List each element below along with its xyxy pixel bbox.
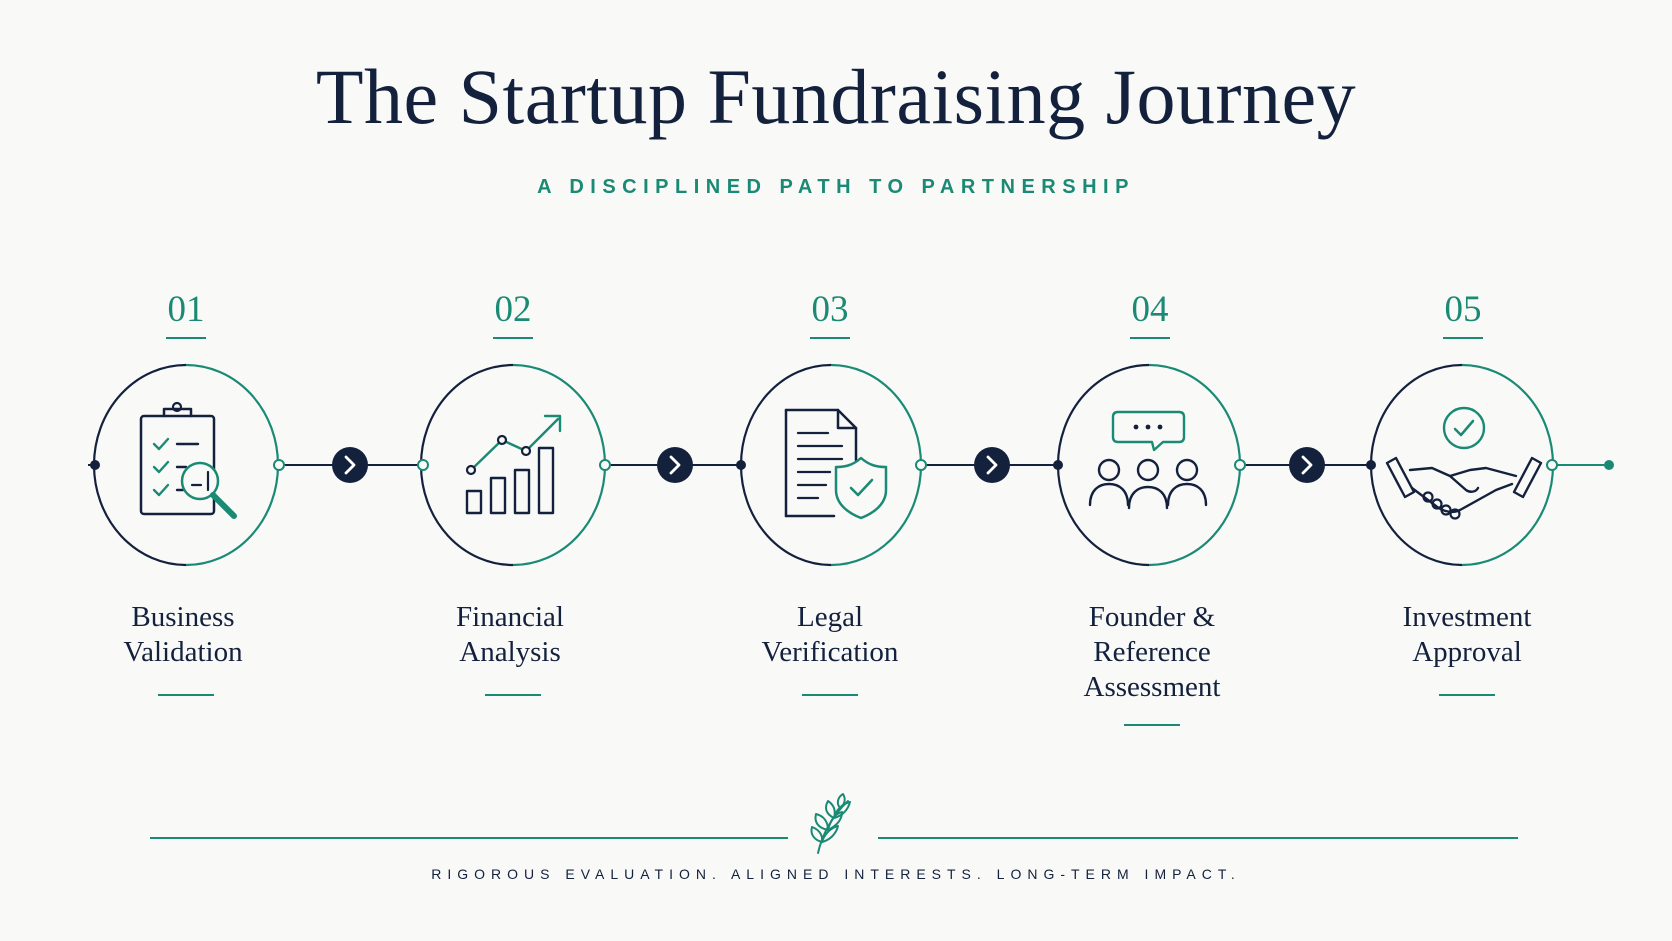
number-underline bbox=[166, 337, 206, 339]
handshake-check-icon bbox=[1385, 406, 1543, 520]
page-title: The Startup Fundraising Journey bbox=[315, 53, 1357, 140]
step-label-line: Legal bbox=[796, 601, 863, 633]
step-label-line: Reference bbox=[1093, 636, 1211, 668]
step-circle bbox=[739, 363, 923, 567]
step-label-line: Verification bbox=[761, 636, 899, 668]
number-underline bbox=[1130, 337, 1170, 339]
step-label: Financial Analysis bbox=[400, 600, 620, 670]
step-label-line: Analysis bbox=[459, 636, 561, 668]
step-label-line: Founder & bbox=[1088, 601, 1216, 633]
step-label: Investment Approval bbox=[1357, 600, 1577, 670]
step-number: 04 bbox=[1131, 289, 1169, 330]
number-underline bbox=[493, 337, 533, 339]
clipboard-magnifier-icon bbox=[139, 401, 237, 519]
node-dots bbox=[90, 459, 1614, 471]
label-underline bbox=[485, 694, 541, 696]
step-number: 03 bbox=[811, 289, 849, 330]
label-underline bbox=[1439, 694, 1495, 696]
number-underline bbox=[810, 337, 850, 339]
label-underline bbox=[802, 694, 858, 696]
footer-tagline: RIGOROUS EVALUATION. ALIGNED INTERESTS. … bbox=[431, 866, 1241, 882]
step-circle bbox=[92, 363, 280, 567]
label-underline bbox=[158, 694, 214, 696]
step-label-line: Assessment bbox=[1083, 671, 1221, 703]
step-label: Business Validation bbox=[73, 600, 293, 670]
chevron-right-icon bbox=[657, 447, 693, 483]
step-circle bbox=[1056, 363, 1242, 567]
footer-rule-left bbox=[150, 837, 788, 839]
page-subtitle: A DISCIPLINED PATH TO PARTNERSHIP bbox=[537, 176, 1135, 198]
step-label-line: Financial bbox=[456, 601, 564, 633]
chevron-right-icon bbox=[974, 447, 1010, 483]
step-number: 02 bbox=[494, 289, 532, 330]
label-underline bbox=[1124, 724, 1180, 726]
step-label-line: Validation bbox=[123, 636, 243, 668]
growth-chart-icon bbox=[465, 414, 562, 515]
step-label: Founder & Reference Assessment bbox=[1042, 600, 1262, 705]
step-circle bbox=[1369, 363, 1555, 567]
step-label-line: Business bbox=[131, 601, 235, 633]
step-circle bbox=[419, 363, 607, 567]
chevron-right-icon bbox=[1289, 447, 1325, 483]
laurel-leaf-icon bbox=[810, 793, 851, 854]
step-number: 05 bbox=[1444, 289, 1482, 330]
step-label-line: Approval bbox=[1412, 636, 1522, 668]
document-shield-icon bbox=[784, 408, 888, 520]
people-chat-icon bbox=[1088, 410, 1208, 510]
step-number: 01 bbox=[167, 289, 205, 330]
number-underline bbox=[1443, 337, 1483, 339]
footer-rule-right bbox=[878, 837, 1518, 839]
step-label-line: Investment bbox=[1402, 601, 1532, 633]
chevron-right-icon bbox=[332, 447, 368, 483]
step-label: Legal Verification bbox=[720, 600, 940, 670]
